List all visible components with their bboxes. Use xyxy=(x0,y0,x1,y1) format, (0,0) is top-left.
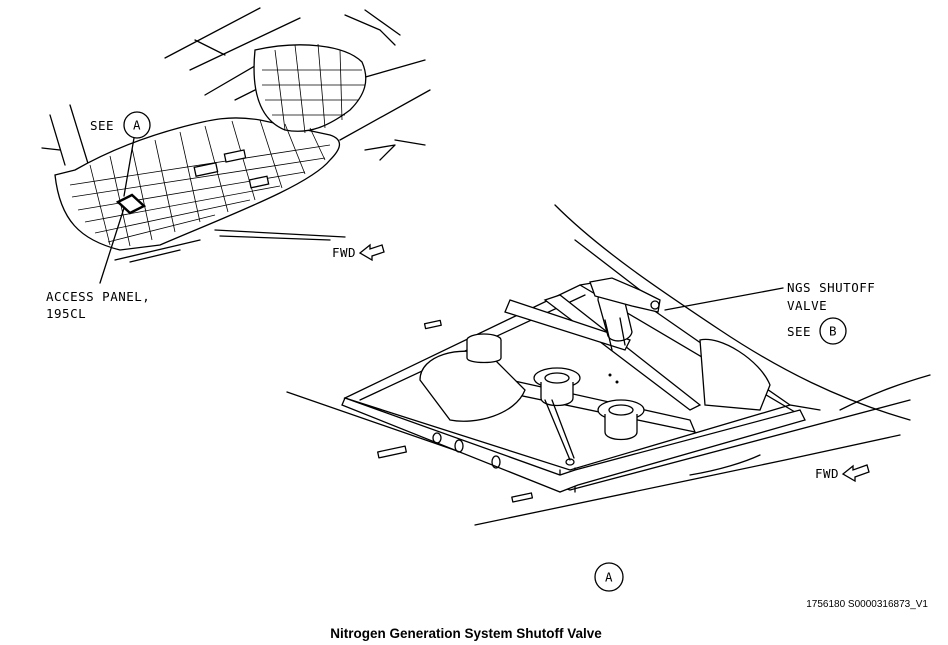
see-a-callout: SEE A xyxy=(90,111,151,197)
view-a-label: A xyxy=(594,562,624,592)
callout-circle-b xyxy=(819,317,847,345)
view-letter: A xyxy=(605,570,613,585)
access-panel-195cl-marker xyxy=(115,193,147,215)
ngs-callout: NGS SHUTOFF VALVE SEE B xyxy=(664,280,875,345)
ngs-line1: NGS SHUTOFF xyxy=(787,280,875,295)
access-panel-callout: ACCESS PANEL, 195CL xyxy=(46,207,150,321)
detail-a-access-bay xyxy=(286,204,931,526)
figure-caption: Nitrogen Generation System Shutoff Valve xyxy=(330,626,602,641)
canister-3 xyxy=(597,399,645,441)
fwd-arrow-lower: FWD xyxy=(815,464,870,483)
fwd-upper-text: FWD xyxy=(332,245,356,260)
see-a-letter: A xyxy=(133,118,141,133)
callout-circle-a xyxy=(123,111,151,139)
fairing-panel-grid xyxy=(69,43,365,247)
fwd-lower-text: FWD xyxy=(815,466,839,481)
rail-holes xyxy=(432,432,501,469)
canister-1 xyxy=(466,333,502,364)
see-b-letter: B xyxy=(829,324,837,339)
access-panel-line1: ACCESS PANEL, xyxy=(46,289,150,304)
see-b-text: SEE xyxy=(787,324,811,339)
airplane-underside-view xyxy=(41,7,431,263)
see-a-text: SEE xyxy=(90,118,114,133)
access-panel-line2: 195CL xyxy=(46,306,86,321)
figure-id: 1756180 S0000316873_V1 xyxy=(806,599,928,610)
canister-2 xyxy=(533,367,581,407)
ngs-shutoff-valve xyxy=(589,277,661,351)
fwd-arrow-upper: FWD xyxy=(332,243,385,262)
ngs-line2: VALVE xyxy=(787,298,827,313)
